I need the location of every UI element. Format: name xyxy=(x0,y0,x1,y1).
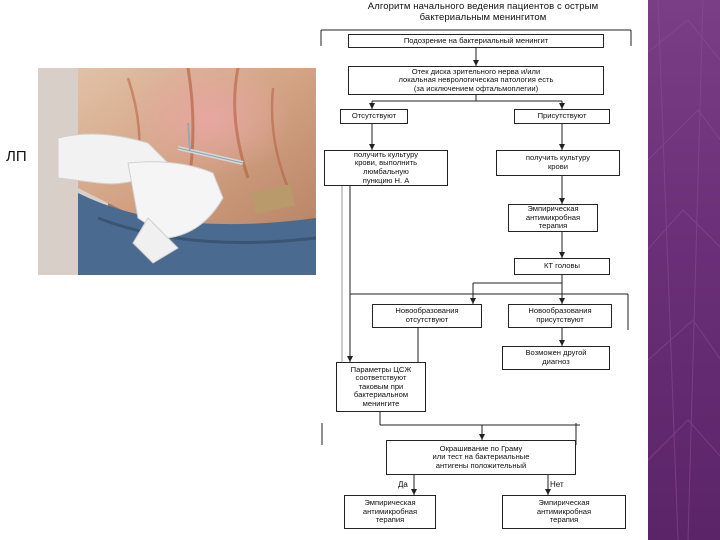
node-empiric-therapy: Эмпирическая антимикробная терапия xyxy=(508,204,598,232)
node-absent: Отсутствуют xyxy=(340,109,408,124)
node-present: Присутствуют xyxy=(514,109,610,124)
node-other-diagnosis: Возможен другой диагноз xyxy=(502,346,610,370)
flowchart-title: Алгоритм начального ведения пациентов с … xyxy=(367,1,599,23)
meningitis-flowchart: Алгоритм начального ведения пациентов с … xyxy=(318,0,648,540)
node-blood-culture: получить культуру крови xyxy=(496,150,620,176)
node-papilledema: Отек диска зрительного нерва и/или локал… xyxy=(348,66,604,95)
edge-label-yes: Да xyxy=(398,480,408,489)
node-lp-culture: получить культуру крови, выполнить люмба… xyxy=(324,150,448,186)
node-mass-present: Новообразования присутствуют xyxy=(508,304,612,328)
node-csf-parameters: Параметры ЦСЖ соответствуют таковым при … xyxy=(336,362,426,412)
node-targeted-therapy: Эмпирическая антимикробная терапия xyxy=(344,495,436,529)
edge-label-no: Нет xyxy=(550,480,564,489)
node-ct-head: КТ головы xyxy=(514,258,610,275)
node-mass-absent: Новообразования отсутствуют xyxy=(372,304,482,328)
node-empiric-therapy-final: Эмпирическая антимикробная терапия xyxy=(502,495,626,529)
lumbar-puncture-photo xyxy=(38,68,316,275)
node-suspect-meningitis: Подозрение на бактериальный менингит xyxy=(348,34,604,48)
decorative-sidebar xyxy=(648,0,720,540)
node-gram-stain: Окрашивание по Граму или тест на бактери… xyxy=(386,440,576,475)
slide-side-label: ЛП xyxy=(6,148,27,165)
